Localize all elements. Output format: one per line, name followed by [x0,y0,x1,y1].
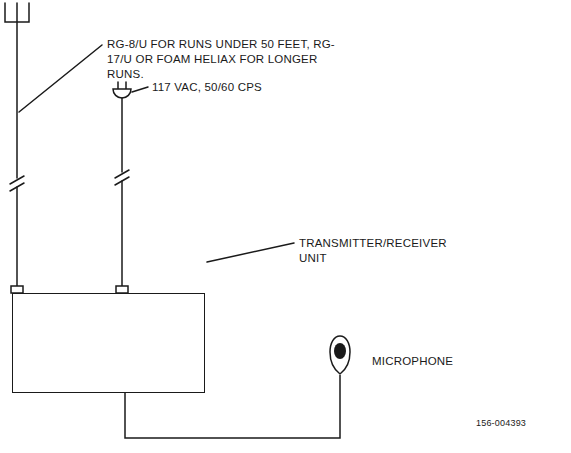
microphone-icon [328,330,352,375]
microphone-grille [334,343,346,359]
power-cord [121,181,123,286]
leader-line [132,87,148,92]
microphone: MICROPHONE [328,330,458,375]
node-label: MICROPHONE [372,354,462,369]
node-label: TRANSMITTER/RECEIVER UNIT [299,236,471,266]
power-plug [113,89,131,98]
leader-line [207,243,294,262]
power-cord [121,98,123,172]
power-note: 117 VAC, 50/60 CPS [152,80,302,95]
transceiver-box: TRANSMITTER/RECEIVER UNIT [12,293,205,393]
connector [116,286,128,293]
leader-line [19,45,102,112]
microphone-body [330,336,350,374]
connector [11,286,23,293]
plug-prongs [118,82,126,89]
coax-cable [16,187,18,286]
antenna-symbol [5,3,29,178]
microphone-cord [125,375,340,438]
drawing-number: 156-004393 [476,417,556,430]
cable-note: RG-8/U FOR RUNS UNDER 50 FEET, RG-17/U O… [107,37,352,82]
